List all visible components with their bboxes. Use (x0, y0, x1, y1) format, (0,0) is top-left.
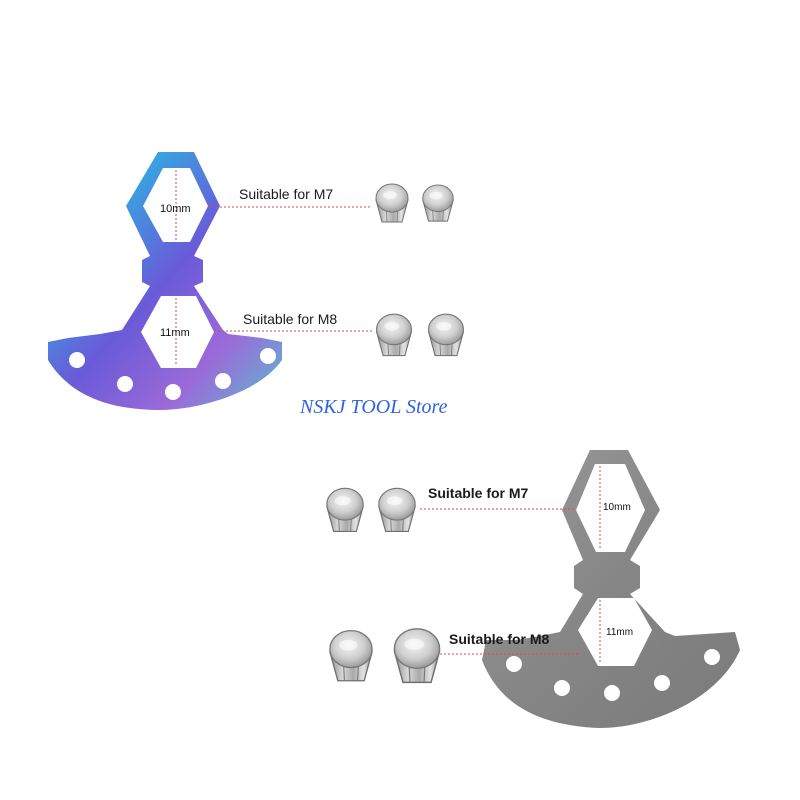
grey-wrench (420, 450, 740, 728)
size-10mm-label-bottom: 10mm (603, 502, 631, 513)
grey-wrench-holes (506, 649, 720, 701)
size-11mm-label-bottom: 11mm (606, 627, 634, 638)
store-watermark: NSKJ TOOL Store (300, 396, 448, 418)
nuts-m7-bottom (326, 487, 416, 533)
rainbow-wrench (48, 152, 372, 410)
size-10mm-label-top: 10mm (160, 203, 191, 215)
suitable-m7-label-top: Suitable for M7 (239, 186, 334, 202)
nuts-m8-bottom (329, 628, 441, 684)
suitable-m7-label-bottom: Suitable for M7 (428, 485, 529, 501)
suitable-m8-label-top: Suitable for M8 (243, 311, 338, 327)
rainbow-wrench-body (48, 152, 282, 410)
nuts-m7-top (375, 183, 454, 223)
suitable-m8-label-bottom: Suitable for M8 (449, 631, 550, 647)
nuts-m8-top (375, 313, 465, 357)
size-11mm-label-top: 11mm (160, 327, 190, 339)
rainbow-wrench-holes (69, 348, 276, 400)
grey-wrench-body (482, 450, 740, 728)
